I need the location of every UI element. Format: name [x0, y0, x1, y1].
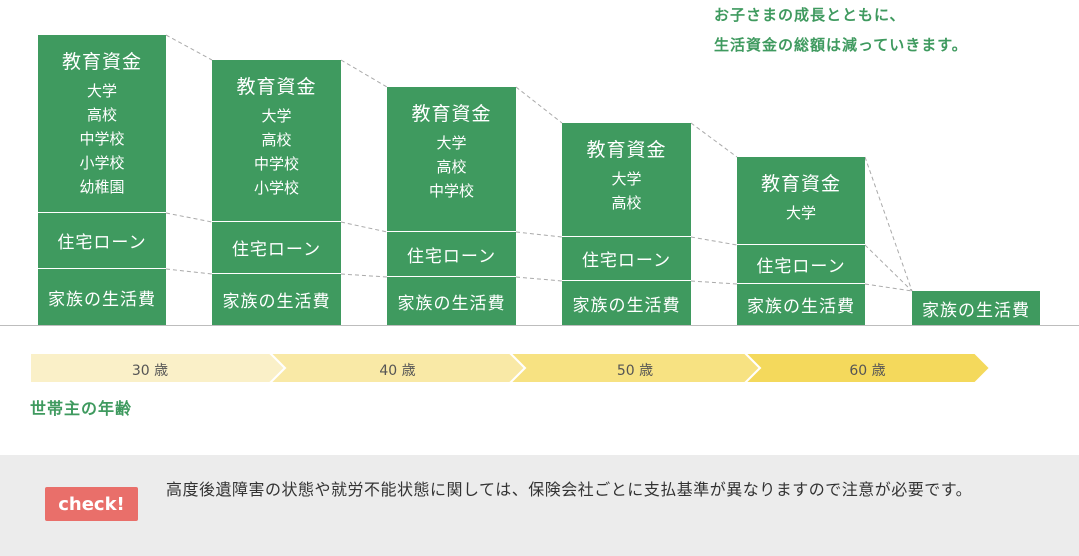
- education-box: 教育資金大学高校中学校: [387, 87, 516, 231]
- life-funds-diagram: 教育資金大学高校中学校小学校幼稚園住宅ローン家族の生活費教育資金大学高校中学校小…: [38, 0, 1040, 325]
- dashed-connector: [864, 283, 913, 292]
- education-item: 幼稚園: [79, 178, 125, 196]
- column-1: 教育資金大学高校中学校小学校幼稚園住宅ローン家族の生活費: [38, 0, 166, 325]
- age-arrow-segment: [742, 352, 992, 384]
- check-badge: check!: [45, 487, 138, 521]
- education-item: 大学: [785, 204, 816, 222]
- housing-loan-box: 住宅ローン: [562, 237, 691, 280]
- living-cost-box: 家族の生活費: [737, 284, 865, 325]
- housing-loan-box: 住宅ローン: [737, 245, 865, 283]
- age-label: 50 歳: [616, 363, 654, 379]
- education-box: 教育資金大学高校: [562, 123, 691, 236]
- caption-line-1: お子さまの成長とともに、: [714, 6, 906, 24]
- living-cost-box: 家族の生活費: [38, 269, 166, 325]
- column-5: 教育資金大学住宅ローン家族の生活費: [737, 0, 865, 325]
- note-panel: [0, 455, 1079, 556]
- education-item: 大学: [261, 107, 292, 125]
- education-item: 大学: [611, 170, 642, 188]
- living-cost-box: 家族の生活費: [562, 281, 691, 325]
- dashed-connector: [690, 236, 738, 246]
- column-2: 教育資金大学高校中学校小学校住宅ローン家族の生活費: [212, 0, 341, 325]
- living-cost-box: 家族の生活費: [912, 291, 1040, 325]
- education-item: 小学校: [79, 154, 125, 172]
- education-item: 大学: [86, 82, 117, 100]
- living-cost-box: 家族の生活費: [387, 277, 516, 325]
- housing-loan-box: 住宅ローン: [387, 232, 516, 276]
- age-label: 40 歳: [379, 363, 416, 379]
- education-item: 中学校: [79, 130, 125, 148]
- note-text: 高度後遺障害の状態や就労不能状態に関しては、保険会社ごとに支払基準が異なりますの…: [166, 480, 973, 499]
- dashed-connector: [515, 276, 563, 282]
- education-item: 大学: [436, 134, 467, 152]
- living-cost-box: 家族の生活費: [212, 274, 341, 325]
- education-item: 高校: [261, 131, 292, 149]
- education-item: 高校: [436, 158, 467, 176]
- dashed-connector: [165, 212, 213, 223]
- dashed-connector: [515, 231, 563, 238]
- dashed-connector: [340, 273, 388, 278]
- age-arrow: [29, 352, 992, 384]
- dashed-connectors: [165, 34, 913, 292]
- column-3: 教育資金大学高校中学校住宅ローン家族の生活費: [387, 0, 516, 325]
- dashed-connector: [864, 156, 913, 292]
- caption-line-2: 生活資金の総額は減っていきます。: [714, 36, 968, 54]
- age-axis-title: 世帯主の年齢: [30, 399, 133, 418]
- education-box: 教育資金大学: [737, 157, 865, 244]
- dashed-connector: [340, 59, 388, 88]
- education-item: 中学校: [253, 155, 299, 173]
- caption: お子さまの成長とともに、 生活資金の総額は減っていきます。: [714, 0, 968, 60]
- education-title: 教育資金: [760, 173, 841, 195]
- education-box: 教育資金大学高校中学校小学校幼稚園: [38, 35, 166, 212]
- dashed-connector: [165, 34, 213, 61]
- education-item: 高校: [86, 106, 117, 124]
- column-6: 家族の生活費: [912, 0, 1040, 325]
- dashed-connector: [340, 221, 388, 233]
- dashed-connector: [165, 268, 213, 275]
- age-label: 30 歳: [131, 363, 169, 379]
- dashed-connector: [690, 122, 738, 158]
- education-box: 教育資金大学高校中学校小学校: [212, 60, 341, 221]
- housing-loan-box: 住宅ローン: [38, 213, 166, 268]
- education-title: 教育資金: [236, 76, 317, 98]
- education-item: 中学校: [428, 182, 474, 200]
- dashed-connector: [864, 244, 913, 292]
- dashed-connector: [515, 86, 563, 124]
- education-item: 高校: [611, 194, 642, 212]
- housing-loan-box: 住宅ローン: [212, 222, 341, 273]
- age-label: 60 歳: [849, 363, 886, 379]
- education-title: 教育資金: [586, 139, 667, 161]
- education-title: 教育資金: [61, 51, 142, 73]
- education-item: 小学校: [253, 179, 299, 197]
- dashed-connector: [690, 280, 738, 285]
- education-title: 教育資金: [411, 103, 492, 125]
- baseline: [0, 325, 1079, 326]
- column-4: 教育資金大学高校住宅ローン家族の生活費: [562, 0, 691, 325]
